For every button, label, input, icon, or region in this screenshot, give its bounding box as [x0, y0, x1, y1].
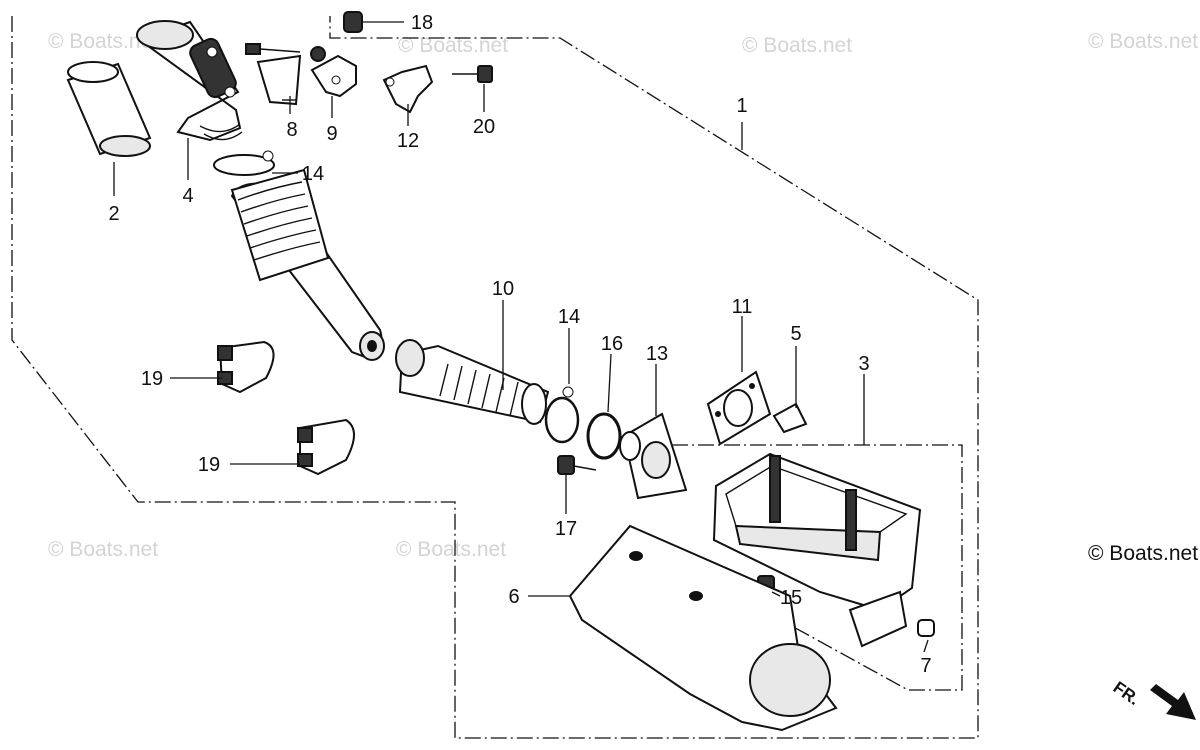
part-upper-hose: [230, 168, 385, 361]
callout-8: 8: [286, 119, 297, 141]
watermark-6: © Boats.net: [396, 538, 506, 561]
callout-19-lower: 19: [198, 454, 220, 476]
part-stay-12: [382, 64, 434, 114]
callout-11: 11: [732, 296, 753, 318]
callout-14-lower: 14: [558, 306, 580, 328]
part-collar-7: [917, 619, 935, 637]
callout-6: 6: [508, 586, 519, 608]
part-oring-16: [586, 412, 622, 460]
leader-lines: [113, 21, 929, 653]
part-screw-17: [557, 455, 597, 475]
watermark-3: © Boats.net: [742, 34, 852, 57]
callout-10: 10: [492, 278, 514, 300]
callout-20: 20: [473, 116, 495, 138]
part-gasket-11: [706, 370, 772, 446]
callout-19-upper: 19: [141, 368, 163, 390]
callout-4: 4: [182, 185, 193, 207]
callout-12: 12: [397, 130, 419, 152]
callout-14-upper: 14: [302, 163, 324, 185]
part-joint-13: [619, 412, 688, 500]
callout-9: 9: [326, 123, 337, 145]
part-cover-6: [568, 524, 838, 732]
assembly-frame: [11, 16, 979, 739]
part-lower-hose-10: [395, 339, 550, 425]
part-clamp-19-upper: [217, 340, 275, 394]
part-intake-cap: [136, 20, 243, 142]
part-clip-14-lower: [544, 386, 580, 444]
callout-15: 15: [780, 587, 802, 609]
part-case-3: [712, 452, 922, 648]
callout-2: 2: [108, 203, 119, 225]
callout-1: 1: [736, 95, 747, 117]
watermark-4: © Boats.net: [1088, 30, 1198, 53]
part-filter-element: [66, 61, 152, 157]
callouts: 1 2 3 4 5 6 7 8 9 10 11 12 13 14 14 15 1…: [108, 12, 931, 677]
part-nut-18: [343, 11, 363, 33]
sub-assembly-frame-3: [671, 444, 963, 691]
watermark-5: © Boats.net: [48, 538, 158, 561]
part-bracket-8: [245, 43, 302, 106]
part-bolt-20: [452, 65, 493, 83]
part-cushion-5: [772, 402, 808, 434]
part-clip-14-upper: [213, 150, 275, 176]
callout-3: 3: [858, 353, 869, 375]
watermark-1: © Boats.net: [48, 30, 158, 53]
watermark-8: © Boats.net: [1088, 542, 1198, 565]
part-clamp-9: [310, 46, 357, 98]
front-direction-arrow: FR.: [1110, 678, 1196, 720]
callout-7: 7: [920, 655, 931, 677]
callout-18: 18: [411, 12, 433, 34]
callout-16: 16: [601, 333, 623, 355]
callout-17: 17: [555, 518, 577, 540]
arrow-icon: [1150, 684, 1196, 720]
callout-13: 13: [646, 343, 668, 365]
callout-5: 5: [790, 323, 801, 345]
fr-label: FR.: [1110, 678, 1143, 709]
part-clamp-19-lower: [297, 418, 355, 476]
watermark-2: © Boats.net: [398, 34, 508, 57]
